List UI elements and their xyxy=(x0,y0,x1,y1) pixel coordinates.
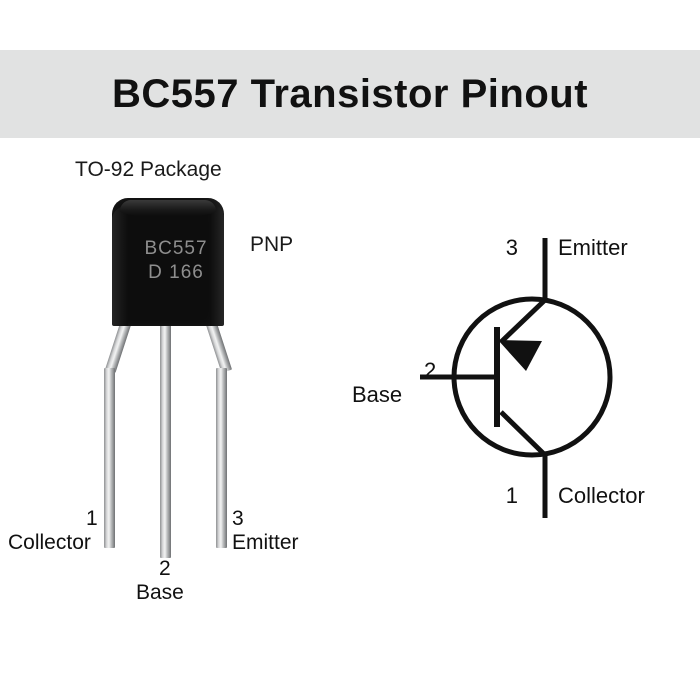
schematic-emitter-name: Emitter xyxy=(558,235,628,260)
package-label: TO-92 Package xyxy=(75,158,222,181)
photo-pin-2-name: Base xyxy=(136,581,184,604)
collector-diagonal-line xyxy=(499,410,547,457)
pnp-emitter-arrowhead xyxy=(498,340,542,371)
lead-3-emitter-lower xyxy=(216,368,227,548)
lead-1-collector-lower xyxy=(104,368,115,548)
schematic-base-name: Base xyxy=(352,382,403,407)
schematic-base-number: 2 xyxy=(424,358,437,383)
transistor-symbol-svg xyxy=(420,238,613,518)
photo-pin-3-number: 3 xyxy=(232,507,244,530)
header-band xyxy=(0,50,700,138)
package-body-right-edge xyxy=(210,204,224,326)
schematic-collector-number: 1 xyxy=(505,483,518,508)
package-body-left-shading xyxy=(112,206,128,326)
photo-pin-1-name: Collector xyxy=(8,531,91,554)
photo-pin-3-name: Emitter xyxy=(232,531,299,554)
schematic-collector-name: Collector xyxy=(558,483,645,508)
package-body xyxy=(112,198,224,326)
package-body-top-gloss xyxy=(120,200,216,216)
lead-2-base xyxy=(160,318,171,558)
transistor-type-label: PNP xyxy=(250,233,294,256)
package-marking-line1: BC557 xyxy=(144,238,208,259)
to92-package-photo: BC557 D 166 xyxy=(30,190,310,558)
schematic-emitter-number: 3 xyxy=(505,235,518,260)
emitter-diagonal-line xyxy=(499,298,547,344)
page-title: BC557 Transistor Pinout xyxy=(111,72,589,116)
photo-pin-2-number: 2 xyxy=(159,557,171,580)
package-marking-line2: D 166 xyxy=(148,262,204,283)
pnp-schematic-symbol: 3 Emitter 2 Base 1 Collector xyxy=(340,230,700,520)
photo-pin-1-number: 1 xyxy=(86,507,98,530)
